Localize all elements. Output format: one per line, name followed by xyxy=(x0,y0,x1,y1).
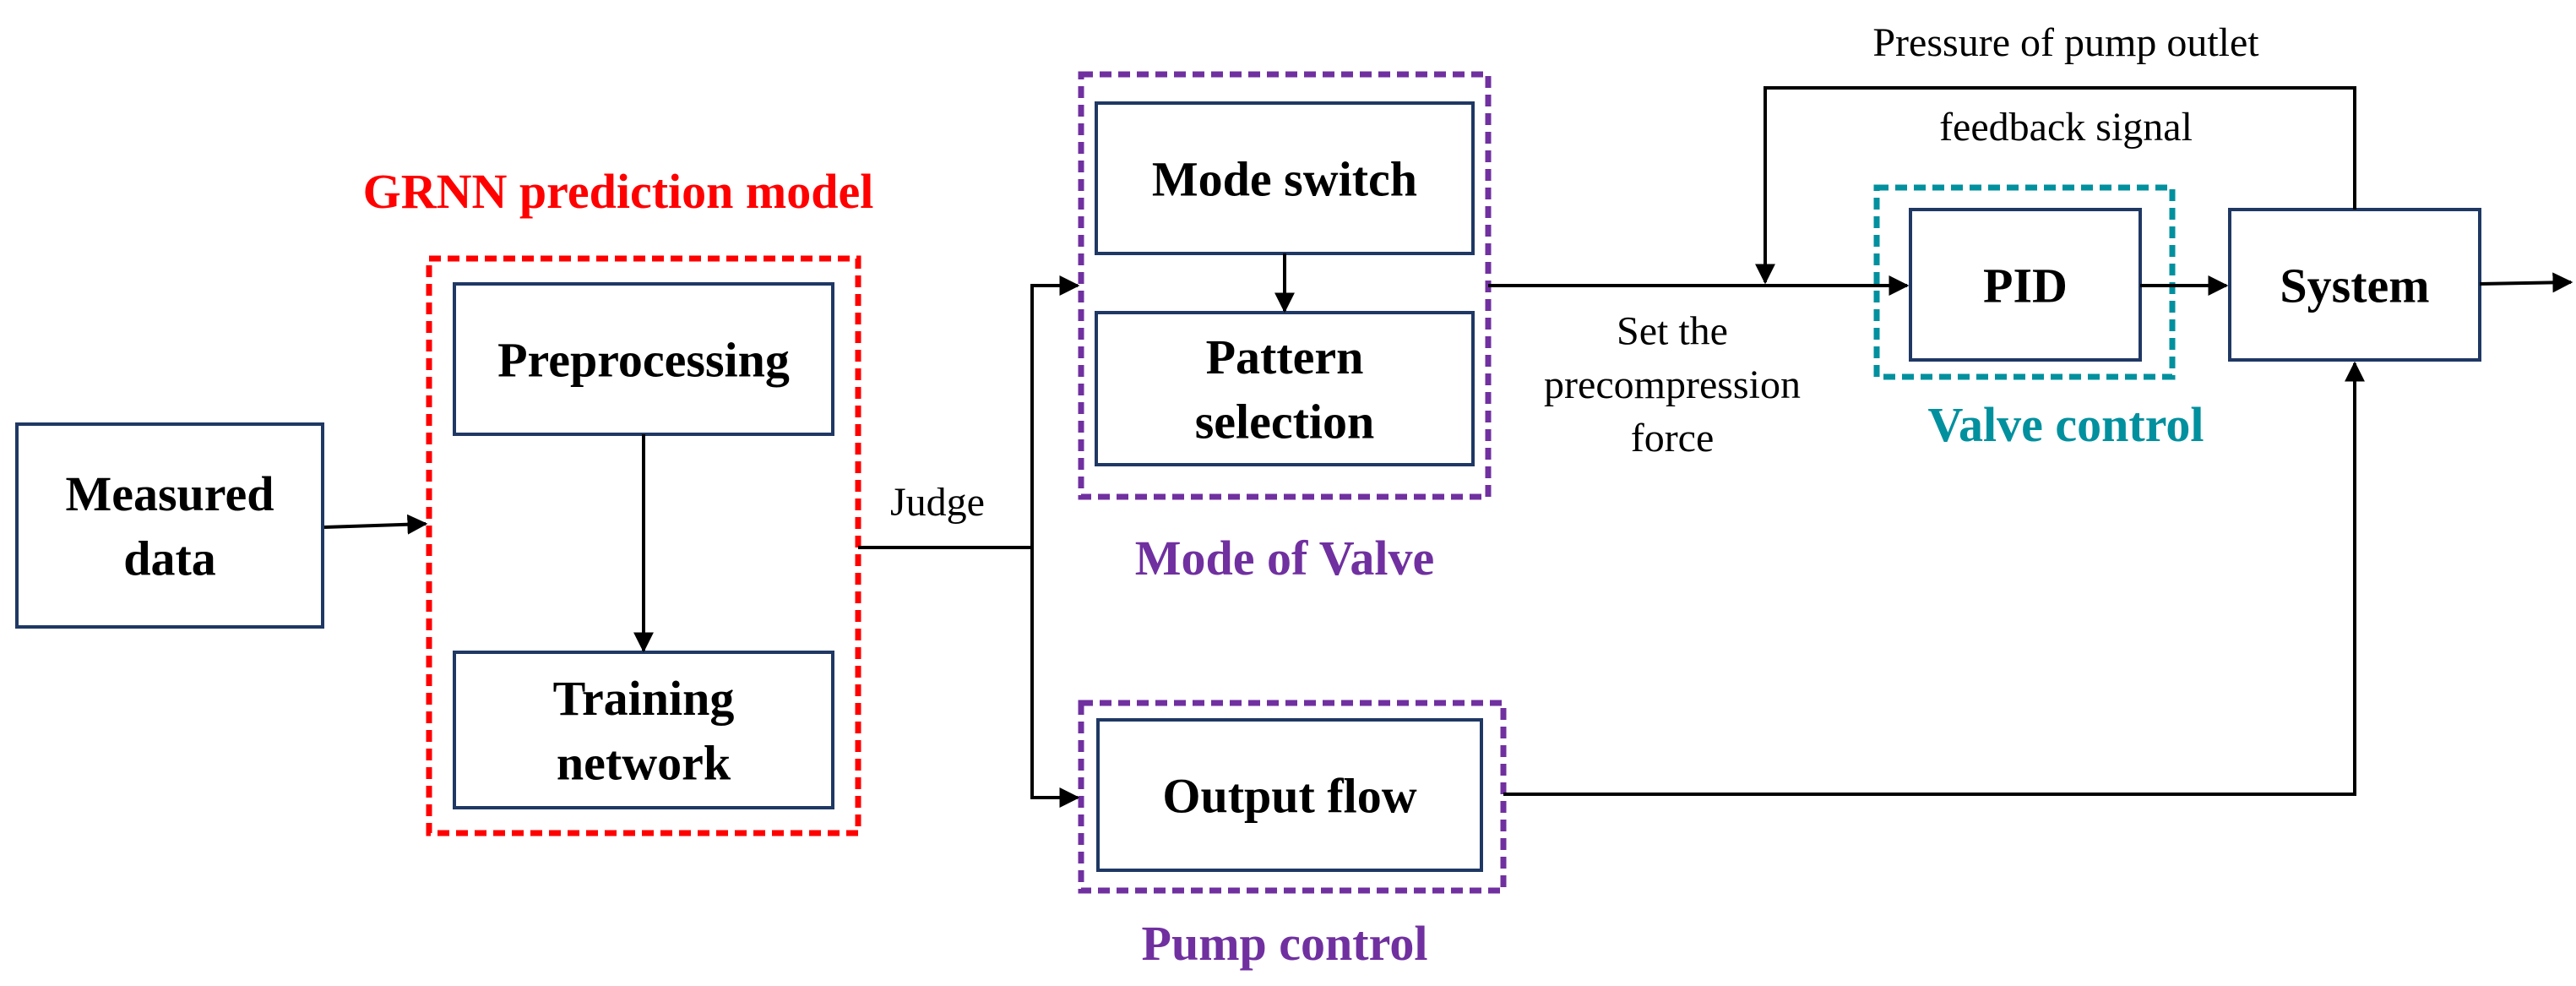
judge-to-valve-mode-arrow xyxy=(1030,275,1080,547)
measured-to-grnn-arrow xyxy=(323,514,428,535)
valve-control-group-outline xyxy=(1873,184,2176,380)
system-block: System xyxy=(2228,208,2481,362)
feedback-loop-arrow xyxy=(1755,86,2356,285)
null-line: Mode switch xyxy=(1152,151,1417,206)
judge-label: Judge xyxy=(890,480,985,525)
null-line: network xyxy=(557,736,731,791)
mode-switch-block: Mode switch xyxy=(1095,101,1475,255)
training-network-block: Training network xyxy=(453,651,834,809)
null-line: Preprocessing xyxy=(497,332,790,387)
set-precompression-label: Set the precompression force xyxy=(1544,308,1801,460)
pump-control-group-outline xyxy=(1078,700,1507,894)
mode-of-valve-group-label: Mode of Valve xyxy=(1135,531,1434,586)
set-precompression-label-line: force xyxy=(1631,416,1715,460)
null-line: selection xyxy=(1195,395,1375,449)
pressure-outlet-label: Pressure of pump outlet xyxy=(1872,20,2259,65)
svg-text:Mode switch: Mode switch xyxy=(1152,151,1417,206)
set-precompression-label-line: precompression xyxy=(1544,362,1801,407)
null-line: Output flow xyxy=(1162,768,1416,823)
judge-to-pump-control-arrow xyxy=(1030,547,1080,808)
pid-block: PID xyxy=(1909,208,2142,362)
preprocessing-block: Preprocessing xyxy=(453,282,834,436)
system-output-arrow xyxy=(2479,272,2573,293)
svg-text:System: System xyxy=(2280,258,2429,313)
null-line: System xyxy=(2280,258,2429,313)
svg-text:Preprocessing: Preprocessing xyxy=(497,332,790,387)
set-precompression-label-line: Set the xyxy=(1617,308,1728,353)
feedback-signal-label: feedback signal xyxy=(1939,105,2193,150)
grnn-group-label: GRNN prediction model xyxy=(363,164,874,219)
null-line: Pattern xyxy=(1206,330,1364,384)
output-flow-block: Output flow xyxy=(1096,718,1483,872)
pattern-selection-block: Pattern selection xyxy=(1095,311,1475,466)
output-flow-to-system-arrow xyxy=(1503,361,2365,796)
valve-control-group-label: Valve control xyxy=(1927,397,2204,452)
svg-text:PID: PID xyxy=(1983,258,2068,313)
svg-text:Output flow: Output flow xyxy=(1162,768,1416,823)
null-line: Measured xyxy=(65,466,274,521)
null-line: Training xyxy=(553,671,735,726)
null-line: PID xyxy=(1983,258,2068,313)
null-line: data xyxy=(123,531,216,586)
measured-data-block: Measured data xyxy=(15,422,324,629)
pump-control-group-label: Pump control xyxy=(1142,916,1428,971)
